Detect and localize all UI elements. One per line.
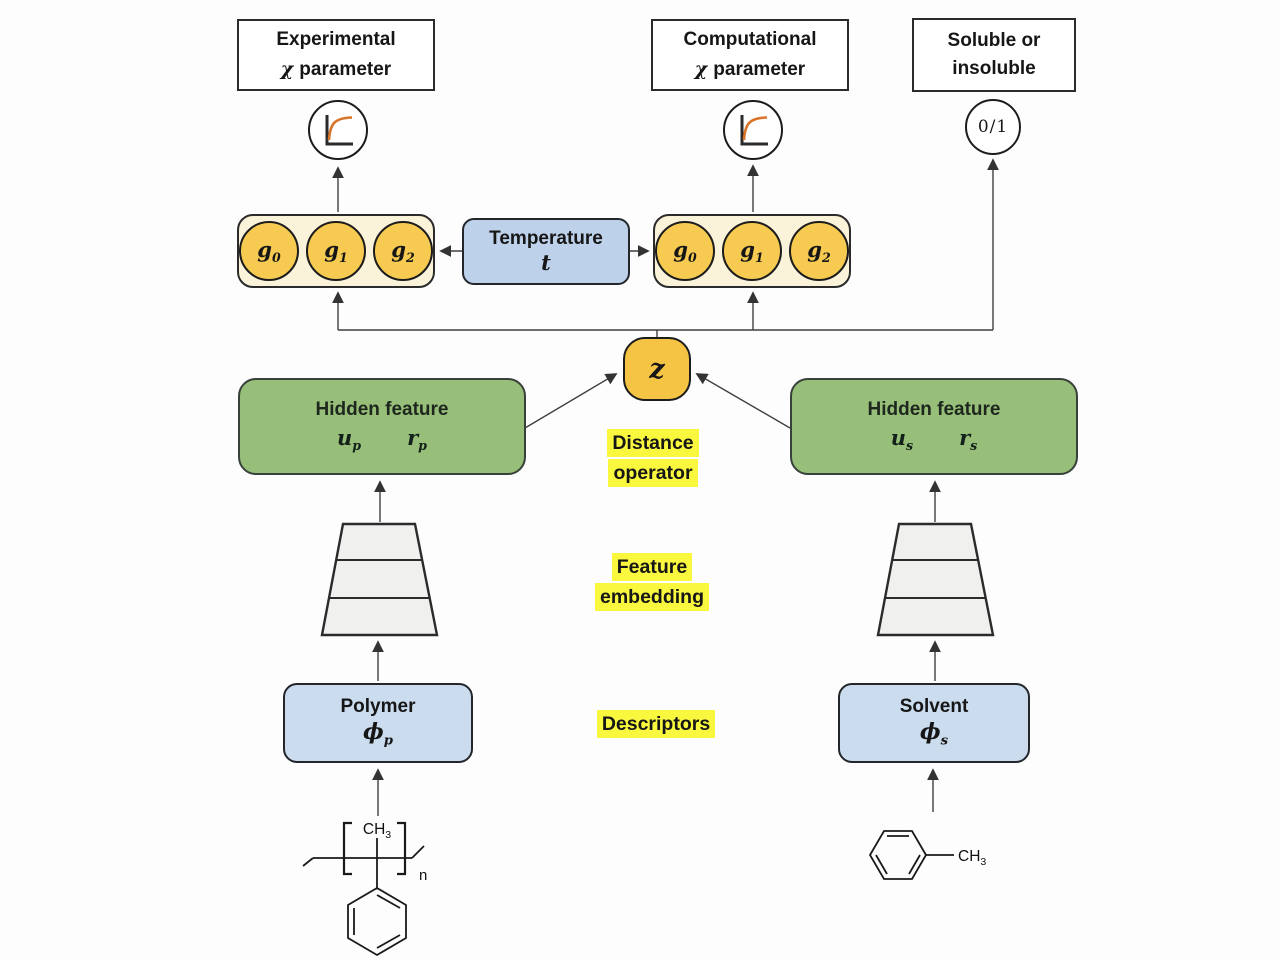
solvent-descriptor-input: Solvent ϕs: [838, 683, 1030, 763]
g-coefficients-experimental: g0 g1 g2: [237, 214, 435, 288]
hidden-feature-title: Hidden feature: [867, 399, 1001, 421]
stage-label-distance-operator: Distance operator: [553, 429, 753, 489]
arrow-hidden-solvent-to-z: [695, 373, 791, 429]
output-label-line1: Experimental: [276, 29, 396, 50]
z-symbol: z: [649, 353, 665, 385]
solvent-structure: [868, 830, 954, 880]
g2-node: g2: [373, 221, 433, 281]
hidden-feature-title: Hidden feature: [315, 399, 449, 421]
bracket-right: [397, 821, 407, 876]
chi-symbol: χ: [280, 57, 294, 80]
polymer-repeat-n: n: [419, 867, 427, 884]
hidden-feature-solvent: Hidden feature us rs: [790, 378, 1078, 475]
computational-plot-node: [723, 100, 783, 160]
polymer-structure: [302, 821, 425, 957]
g0-node: g0: [239, 221, 299, 281]
feature-embedding-network-polymer: [320, 522, 439, 637]
experimental-plot-node: [308, 100, 368, 160]
benzene-ring: [868, 830, 928, 880]
polymer-label: Polymer: [340, 696, 416, 718]
hidden-feature-symbols: up rp: [337, 425, 427, 454]
chi-curve-icon: [325, 115, 353, 146]
chi-curve-icon: [740, 115, 768, 146]
g0-node: g0: [655, 221, 715, 281]
g2-node: g2: [789, 221, 849, 281]
polymer-descriptor-input: Polymer ϕp: [283, 683, 473, 763]
temperature-input: Temperature t: [462, 218, 630, 285]
temperature-symbol: t: [541, 250, 551, 276]
polymer-methyl-label: CH3: [363, 821, 391, 841]
chi-symbol: χ: [694, 57, 708, 80]
arrow-hidden-polymer-to-z: [524, 373, 618, 429]
latent-z-node: z: [623, 337, 691, 401]
stage-label-descriptors: Descriptors: [556, 710, 756, 740]
bracket-left: [342, 821, 352, 876]
g1-node: g1: [306, 221, 366, 281]
solvent-label: Solvent: [899, 696, 969, 718]
hidden-feature-symbols: us rs: [890, 425, 978, 454]
binary-output-node: 0/1: [965, 99, 1021, 155]
stage-label-feature-embedding: Feature embedding: [552, 553, 752, 613]
g-coefficients-computational: g0 g1 g2: [653, 214, 851, 288]
g1-node: g1: [722, 221, 782, 281]
polymer-symbol: ϕp: [363, 719, 393, 749]
feature-embedding-network-solvent: [876, 522, 995, 637]
solvent-methyl-label: CH3: [958, 848, 986, 868]
phenyl-ring: [347, 886, 407, 957]
hidden-feature-polymer: Hidden feature up rp: [238, 378, 526, 475]
temperature-label: Temperature: [489, 227, 603, 249]
output-box-solubility: Soluble or insoluble: [912, 18, 1076, 92]
output-label-line1: Soluble or: [947, 29, 1041, 51]
connector-arrows: [332, 158, 999, 816]
output-label-line2: insoluble: [952, 58, 1036, 79]
output-label-line1: Computational: [683, 29, 817, 50]
solvent-symbol: ϕs: [919, 719, 949, 749]
